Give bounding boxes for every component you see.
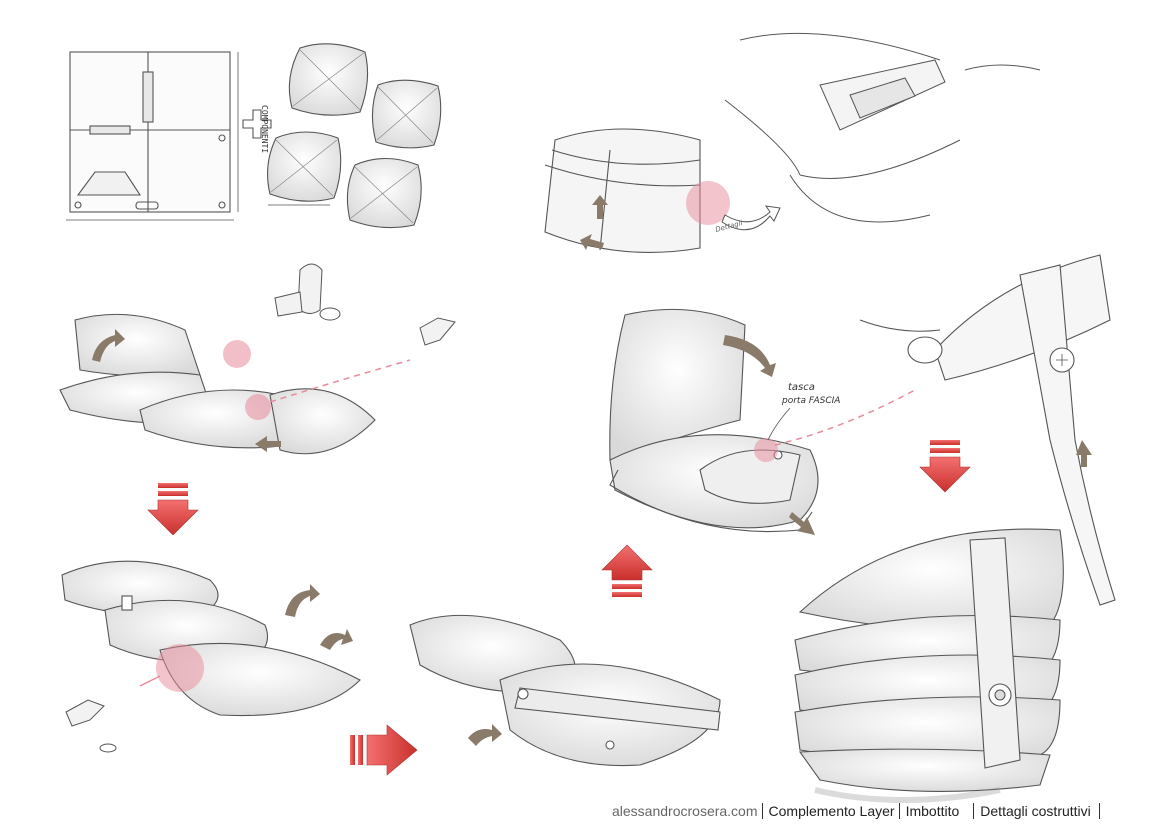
footer-section: Imbottito (905, 803, 960, 819)
edge-highlight (686, 181, 730, 225)
step-arrow-down-right (919, 440, 971, 493)
folding-stack-sketch (609, 308, 819, 533)
strap-detail-sketch (859, 254, 1116, 606)
edge-detail-sketch (544, 128, 701, 253)
cushion-components (267, 43, 442, 229)
step-arrow-right (350, 724, 418, 776)
footer-separator (973, 803, 975, 819)
footer-project: Complemento Layer (768, 803, 895, 819)
footer-site-link[interactable]: alessandrocrosera.com (612, 803, 758, 819)
footer-topic: Dettagli costruttivi (980, 803, 1091, 819)
tasca-label-line1: tasca (788, 382, 815, 393)
componenti-label: COMPONENTI (260, 105, 269, 153)
buckle-detail-sketch (274, 263, 341, 321)
zipper-detail-sketch (724, 32, 1041, 223)
tasca-label-line2: porta FASCIA (781, 396, 840, 406)
clip-detail-sketch (65, 699, 117, 753)
folded-pair-sketch (409, 614, 721, 767)
strapped-stack-sketch (794, 528, 1064, 792)
footer-separator (761, 803, 763, 819)
detail-arrow (721, 205, 781, 231)
step-arrow-down-left (147, 483, 199, 536)
three-cushions-sketch (61, 560, 361, 717)
step-arrow-up (601, 544, 653, 597)
footer-separator (1098, 803, 1100, 819)
footer-credits: alessandrocrosera.com Complemento Layer … (612, 800, 1106, 822)
footer-separator (898, 803, 900, 819)
panel-plan-sketch (66, 51, 272, 221)
